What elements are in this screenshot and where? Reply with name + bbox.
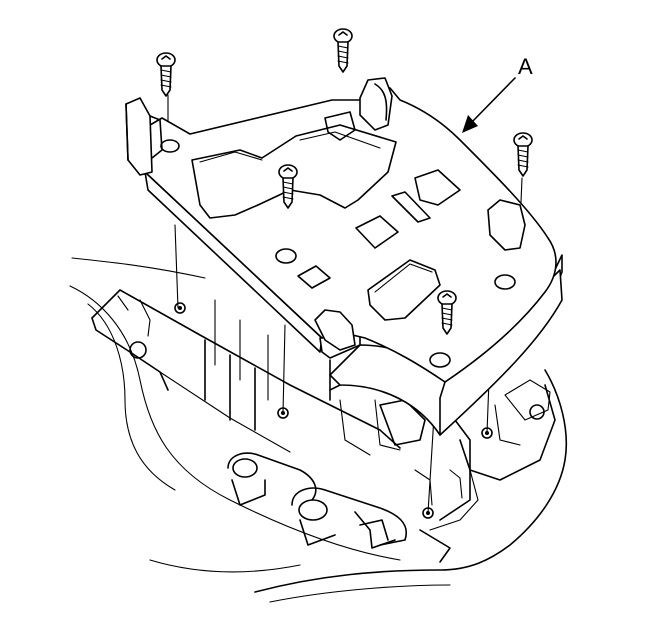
screw-icon [437,290,457,335]
console-base [69,257,568,603]
screw-icon [333,28,353,73]
screw-icon [513,132,533,177]
bracket-a [125,77,563,436]
screw-icon [156,52,176,97]
arrow-icon [462,77,516,133]
screw-icon [278,164,298,209]
callout-label-a: A [518,54,533,79]
